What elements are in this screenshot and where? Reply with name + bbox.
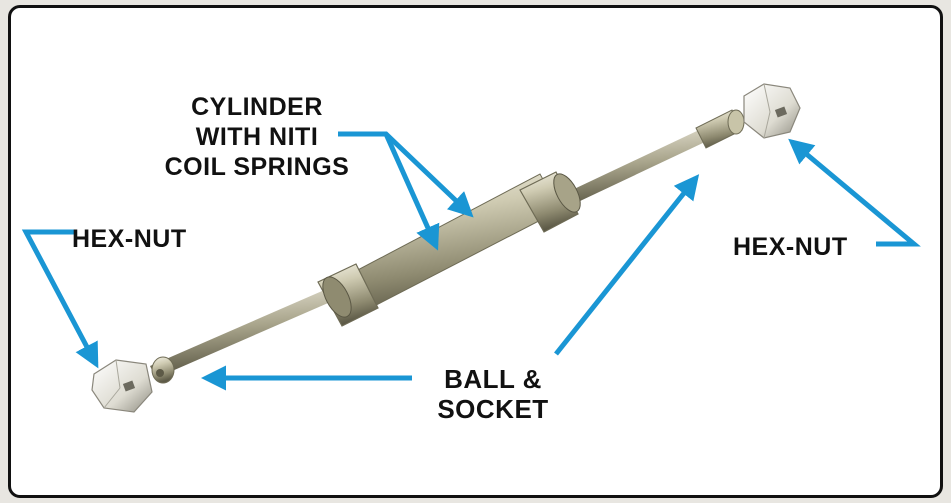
right-ball-socket <box>695 109 745 149</box>
cylinder-label: CYLINDER WITH NITI COIL SPRINGS <box>122 92 392 182</box>
cylinder <box>317 171 581 327</box>
cylinder-label-line1: CYLINDER <box>191 93 323 121</box>
left-hex-arrow <box>21 229 99 369</box>
hex-nut-left-label: HEX-NUT <box>72 225 187 253</box>
cylinder-label-line3: COIL SPRINGS <box>164 153 350 181</box>
cylinder-arrows <box>338 131 474 251</box>
ball-socket-label-line1: BALL & <box>444 364 542 394</box>
ball-socket-label: BALL & SOCKET <box>418 364 568 424</box>
hex-nut-right-label: HEX-NUT <box>733 233 848 261</box>
ball-socket-arrows <box>201 174 700 391</box>
right-hex-arrow <box>788 138 921 247</box>
left-ball-socket <box>151 356 175 384</box>
cylinder-label-line2: WITH NITI <box>195 123 319 151</box>
ball-socket-label-line2: SOCKET <box>437 394 549 424</box>
right-rod <box>555 130 705 210</box>
left-hex-nut <box>91 359 153 413</box>
left-rod <box>150 288 335 378</box>
right-hex-nut <box>743 83 801 139</box>
